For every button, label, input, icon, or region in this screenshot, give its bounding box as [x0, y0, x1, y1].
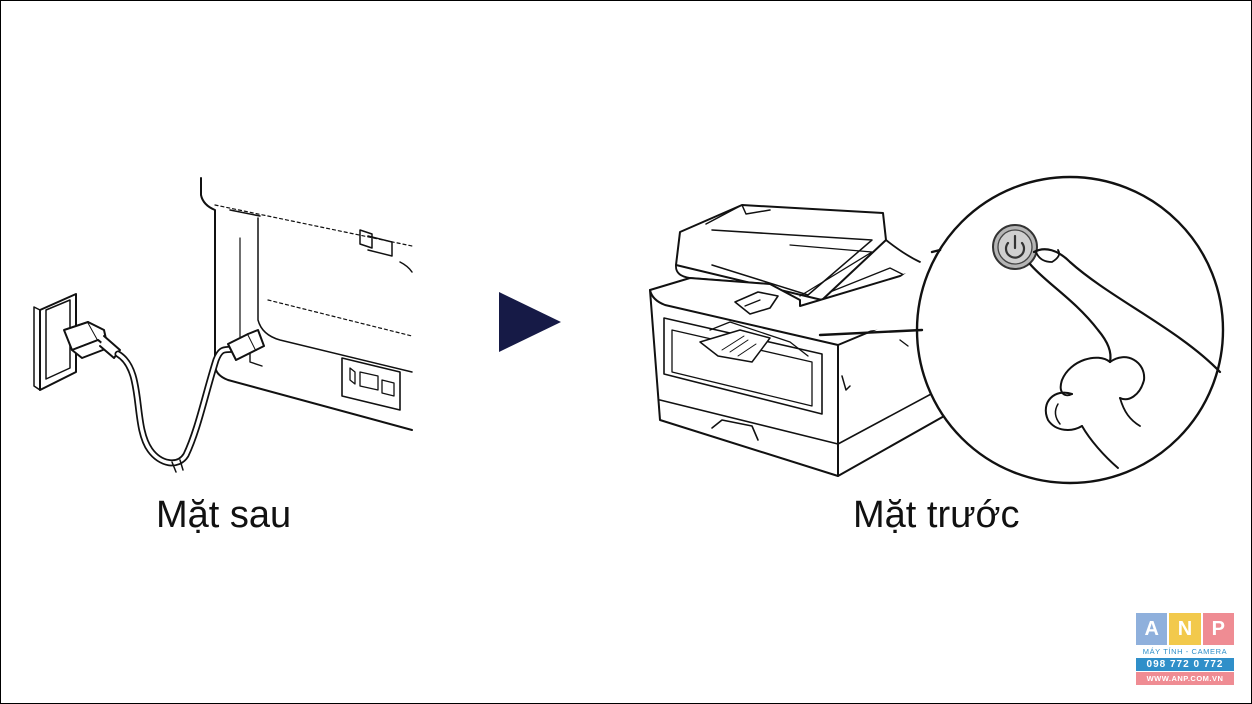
- printer-front: [649, 204, 947, 477]
- power-plug: [63, 321, 121, 359]
- printer-back-panel: [200, 177, 413, 431]
- play-triangle-icon: [499, 292, 561, 352]
- power-connector: [227, 329, 265, 361]
- power-button: [992, 224, 1038, 270]
- logo-tagline: MÁY TÍNH - CAMERA: [1142, 647, 1228, 656]
- pressing-finger: [1028, 248, 1222, 469]
- logo-website: WWW.ANP.COM.VN: [1136, 672, 1234, 685]
- power-cable: [114, 344, 240, 473]
- caption-front: Mặt trước: [853, 494, 1020, 536]
- logo-letters: A N P: [1136, 613, 1234, 645]
- wall-outlet: [33, 293, 77, 391]
- caption-back: Mặt sau: [156, 494, 292, 536]
- logo-letter-a: A: [1136, 613, 1168, 645]
- anp-logo: A N P MÁY TÍNH - CAMERA 098 772 0 772 WW…: [1136, 613, 1234, 685]
- logo-phone: 098 772 0 772: [1136, 658, 1234, 671]
- power-icon: [1004, 234, 1026, 259]
- logo-letter-p: P: [1202, 613, 1234, 645]
- logo-letter-n: N: [1169, 613, 1201, 645]
